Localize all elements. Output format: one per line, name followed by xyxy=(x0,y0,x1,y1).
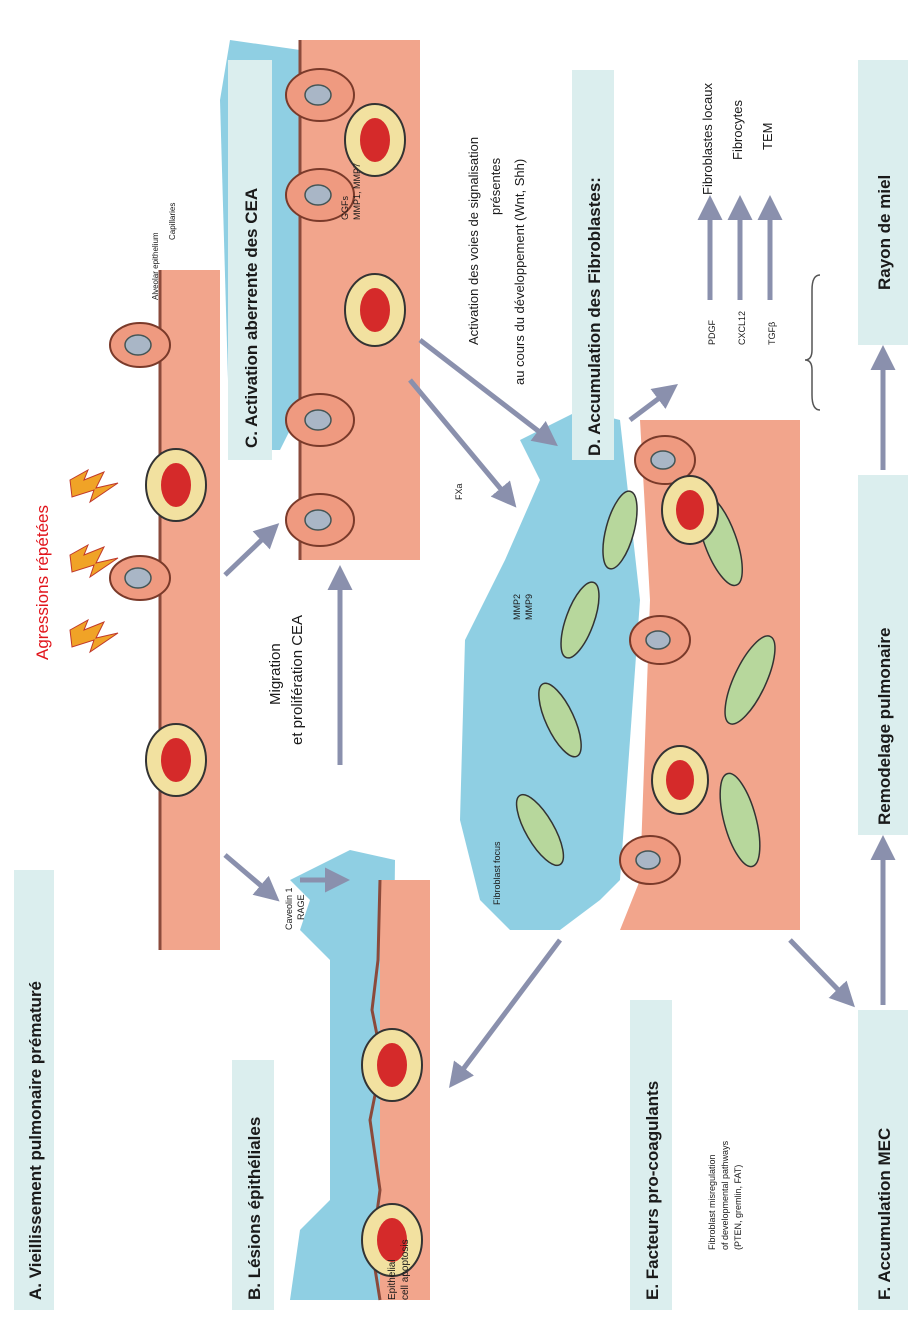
box-b: B. Lésions épithéliales xyxy=(232,1060,274,1310)
alveolar-epithelium-label: Alveolar epithelium xyxy=(151,232,160,300)
box-c: C. Activation aberrente des CEA xyxy=(228,60,272,460)
outcome-row: F. Accumulation MEC Remodelage pulmonair… xyxy=(858,60,908,1310)
box-a-title: A. Vieillissement pulmonaire prématuré xyxy=(26,981,45,1300)
fib-sources-3: TEM xyxy=(760,123,775,150)
cell-nucleus xyxy=(305,85,331,105)
activation-note-3: au cours du développement (Wnt, Shh) xyxy=(512,159,527,385)
honeycomb-title: Rayon de miel xyxy=(875,175,894,290)
normal-tissue-panel: Alveolar epithelium Capillaries xyxy=(110,203,220,950)
cxcl12-label: CXCL12 xyxy=(737,311,747,345)
arrow-d-to-b xyxy=(455,940,560,1080)
panel-d: Fibroblast focus FXa MMP2 MMP9 xyxy=(454,410,800,930)
red-blood-cell xyxy=(360,118,390,162)
insult-label: Agressions répétées xyxy=(33,505,52,660)
arrow-a-to-b xyxy=(225,855,272,895)
rage-label: RAGE xyxy=(296,894,306,920)
capillaries-label: Capillaries xyxy=(168,203,177,240)
box-e: E. Facteurs pro-coagulants Fibroblast mi… xyxy=(630,1000,743,1310)
cell-nucleus xyxy=(646,631,670,649)
migration-label-1: Migration xyxy=(267,643,284,705)
fibro-misreg-2: of developmental pathways xyxy=(720,1140,730,1250)
red-blood-cell xyxy=(377,1043,407,1087)
lightning-icon xyxy=(70,620,118,652)
box-b-title: B. Lésions épithéliales xyxy=(245,1117,264,1300)
arrow-a-to-c xyxy=(225,530,272,575)
cell-nucleus xyxy=(305,185,331,205)
activation-note-2: présentes xyxy=(488,157,503,215)
ggfs-label: GGFs xyxy=(340,196,350,220)
migration-step: Migration et prolifération CEA xyxy=(267,575,340,765)
fibroblast-focus-label: Fibroblast focus xyxy=(492,841,502,905)
cell-nucleus xyxy=(125,335,151,355)
caveolin-label: Caveolin 1 xyxy=(284,887,294,930)
box-d: D. Accumulation des Fibroblastes: xyxy=(572,70,614,460)
red-blood-cell xyxy=(161,463,191,507)
box-a: A. Vieillissement pulmonaire prématuré xyxy=(14,870,54,1310)
arrow-c-to-d-2 xyxy=(420,340,550,440)
fib-sources-2: Fibrocytes xyxy=(730,100,745,160)
panel-b: Caveolin 1 RAGE Epithelial cell apoptosi… xyxy=(284,850,430,1300)
mmp-top-label: MMP1, MMP7 xyxy=(352,163,362,220)
fibro-misreg-1: Fibroblast misregulation xyxy=(707,1154,717,1250)
box-d-title: D. Accumulation des Fibroblastes: xyxy=(585,177,604,456)
fxa-label: FXa xyxy=(454,483,464,500)
normal-tissue xyxy=(160,270,220,950)
box-e-title: E. Facteurs pro-coagulants xyxy=(643,1081,662,1300)
growth-factor-brace xyxy=(805,275,820,410)
cell-nucleus xyxy=(305,510,331,530)
mmp-left-label-2: MMP9 xyxy=(524,594,534,620)
cell-nucleus xyxy=(651,451,675,469)
tgfb-label: TGFβ xyxy=(767,322,777,345)
cell-nucleus xyxy=(636,851,660,869)
mmp-left-label-1: MMP2 xyxy=(512,594,522,620)
growth-factors: PDGF CXCL12 TGFβ Fibroblastes locaux Fib… xyxy=(700,83,820,410)
lightning-icon xyxy=(70,470,118,502)
box-f-title: F. Accumulation MEC xyxy=(875,1128,894,1300)
activation-note-1: Activation des voies de signalisation xyxy=(466,137,481,345)
red-blood-cell xyxy=(666,760,694,800)
apoptosis-label-2: cell apoptosis xyxy=(400,1239,411,1300)
remodel-title: Remodelage pulmonaire xyxy=(875,628,894,825)
apoptosis-label-1: Epithelial xyxy=(387,1259,398,1300)
arrow-d-to-f xyxy=(790,940,848,1000)
cell-nucleus xyxy=(125,568,151,588)
fib-sources-1: Fibroblastes locaux xyxy=(700,83,715,195)
migration-label-2: et prolifération CEA xyxy=(289,615,306,745)
fibro-misreg-3: (PTEN, gremlin, FAT) xyxy=(733,1165,743,1250)
repeated-insults: Agressions répétées xyxy=(33,470,118,660)
activation-note: Activation des voies de signalisation pr… xyxy=(466,137,527,385)
cell-nucleus xyxy=(305,410,331,430)
box-c-title: C. Activation aberrente des CEA xyxy=(242,188,261,448)
pdgf-label: PDGF xyxy=(707,319,717,345)
red-blood-cell xyxy=(676,490,704,530)
arrow-d-to-growth xyxy=(630,390,670,420)
red-blood-cell xyxy=(161,738,191,782)
red-blood-cell xyxy=(360,288,390,332)
